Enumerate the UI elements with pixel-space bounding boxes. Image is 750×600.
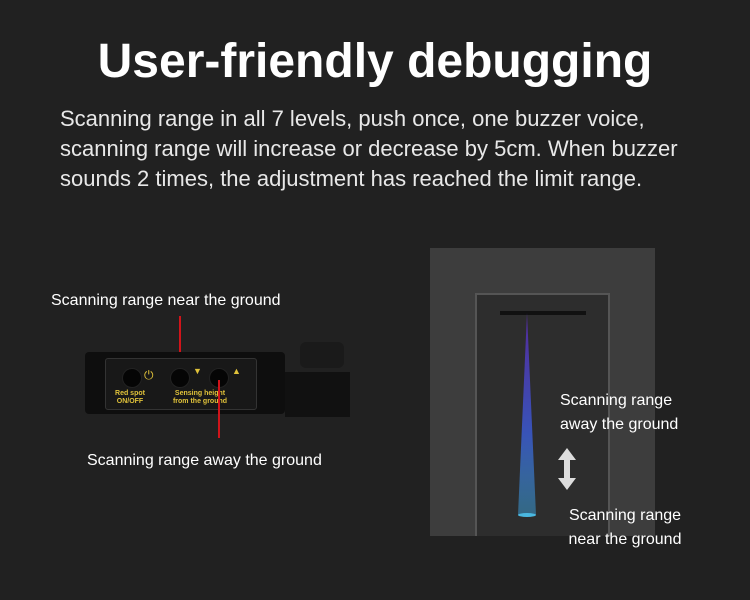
sensor-bar (500, 311, 586, 315)
knob-icon (300, 342, 344, 368)
label-near-ground: Scanning range near the ground (51, 292, 281, 309)
pointer-line-away (218, 380, 220, 438)
red-spot-label: Red spot ON/OFF (115, 390, 145, 405)
diagram-label-near: Scanning range near the ground (568, 507, 682, 548)
diagram-label-away: Scanning range away the ground (560, 392, 679, 433)
diagram-door (475, 293, 610, 536)
red-spot-button[interactable] (122, 368, 142, 388)
up-down-arrow-icon (558, 448, 576, 490)
description: Scanning range in all 7 levels, push onc… (60, 106, 678, 191)
power-icon: ⏻ (144, 368, 154, 382)
arrow-down-icon: ▼ (193, 366, 202, 376)
height-down-button[interactable] (170, 368, 190, 388)
mount-bracket (285, 372, 350, 417)
arrow-up-icon: ▲ (232, 366, 241, 376)
page-title: User-friendly debugging (97, 35, 653, 88)
sensing-label: Sensing height from the ground (172, 390, 228, 405)
scan-beam (518, 313, 536, 517)
pointer-line-near (179, 316, 181, 374)
label-away-ground: Scanning range away the ground (87, 452, 322, 469)
